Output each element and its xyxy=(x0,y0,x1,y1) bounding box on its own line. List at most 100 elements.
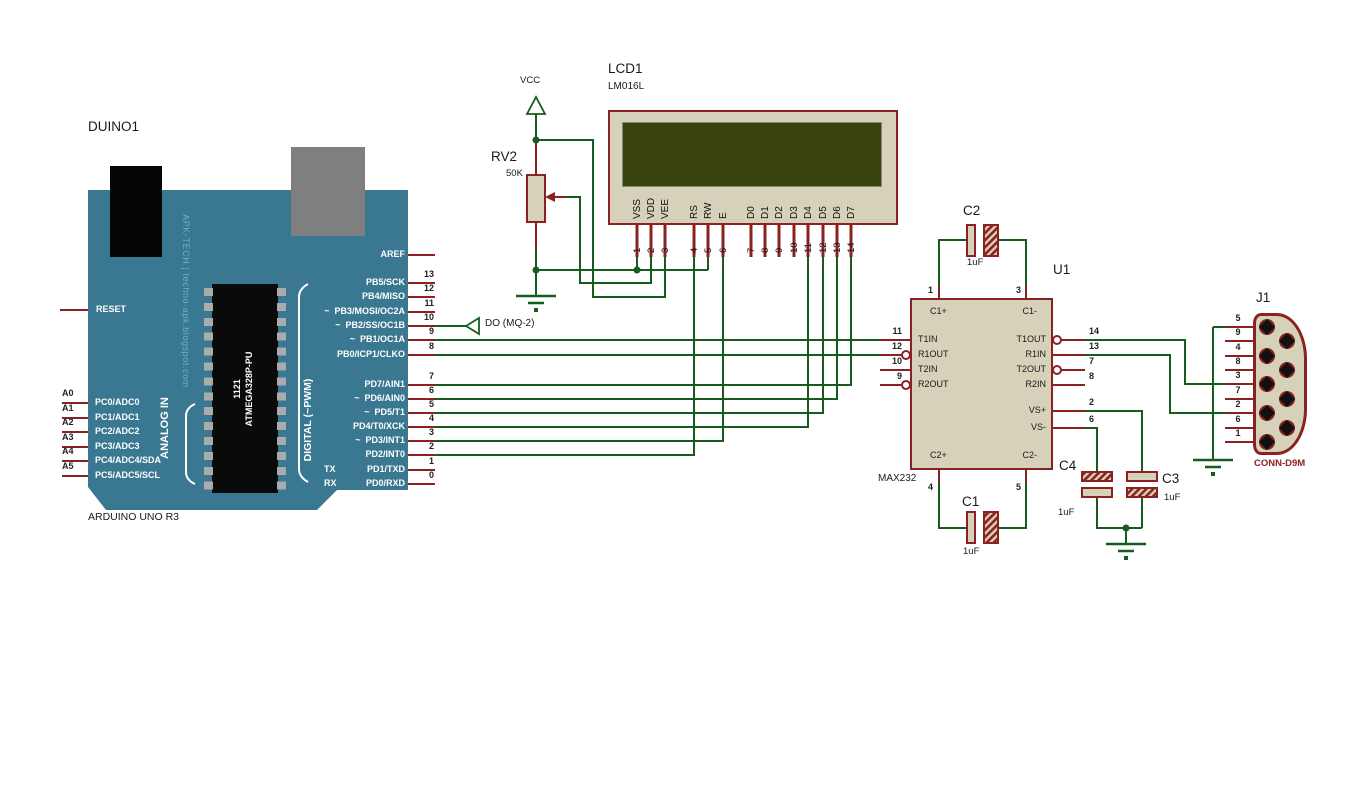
ground-symbol xyxy=(1193,458,1233,476)
chip-part-number: ATMEGA328P-PU xyxy=(244,352,254,427)
analog-pin-label: PC5/ADC5/SCL xyxy=(95,470,161,480)
max232-body[interactable] xyxy=(910,298,1053,470)
analog-terminal-label: A3 xyxy=(62,432,74,442)
digital-pin-label: PD0/RXD xyxy=(365,478,405,488)
cap-ref: C2 xyxy=(963,203,981,218)
svg-text:D1: D1 xyxy=(760,206,771,219)
pin-number: 3 xyxy=(428,427,434,437)
capacitor-c4[interactable] xyxy=(1081,471,1113,498)
svg-text:13: 13 xyxy=(832,242,843,253)
svg-text:VEE: VEE xyxy=(660,199,671,219)
u1-pin-number: 2 xyxy=(1089,397,1095,407)
svg-text:E: E xyxy=(718,212,729,219)
db9-pin-number: 1 xyxy=(1235,428,1241,438)
pot-ref: RV2 xyxy=(491,149,518,164)
analog-pin-label: PC3/ADC3 xyxy=(95,441,140,451)
db9-pin-number: 7 xyxy=(1235,385,1241,395)
u1-pin-number: 9 xyxy=(896,371,902,381)
arduino-ref: DUINO1 xyxy=(88,119,140,134)
u1-pin-name: C2+ xyxy=(930,450,947,460)
chip-marking: 1121 xyxy=(232,379,242,399)
analog-terminal-label: A0 xyxy=(62,388,74,398)
pwm-tilde: ~ xyxy=(355,435,361,445)
cap-ref: C4 xyxy=(1059,458,1077,473)
digital-pin-label: ~PB3/MOSI/OC2A xyxy=(324,306,405,316)
analog-pin-label: PC2/ADC2 xyxy=(95,426,140,436)
svg-text:3: 3 xyxy=(660,248,671,253)
capacitor-c2[interactable] xyxy=(966,224,999,257)
u1-value: MAX232 xyxy=(878,473,917,484)
power-jack xyxy=(291,147,365,236)
analog-group-label: ANALOG IN xyxy=(159,397,171,459)
pin-group-bracket xyxy=(185,283,309,485)
u1-pin-number: 12 xyxy=(891,341,902,351)
digital-pin-label: PD2/INT0 xyxy=(365,449,405,459)
u1-pin-name: T1IN xyxy=(918,334,938,344)
u1-pin-name: C2- xyxy=(1022,450,1037,460)
lcd-pin-numbers: 1 2 3 4 5 6 7 8 9 10 11 12 13 14 xyxy=(632,242,857,253)
pwm-tilde: ~ xyxy=(335,320,341,330)
potentiometer[interactable] xyxy=(526,174,555,223)
u1-pin-name: R2OUT xyxy=(918,379,949,389)
digital-pin-label: ~PD6/AIN0 xyxy=(354,393,405,403)
u1-pin-name: T2IN xyxy=(918,364,938,374)
atmega-chip[interactable] xyxy=(212,284,278,493)
svg-text:D5: D5 xyxy=(818,206,829,219)
pin-number: 0 xyxy=(428,470,434,480)
input-terminal-icon[interactable] xyxy=(464,316,480,336)
capacitor-c3[interactable] xyxy=(1126,471,1158,498)
pot-value: 50K xyxy=(506,168,523,179)
aref-label: AREF xyxy=(380,249,406,259)
pin-number: 2 xyxy=(428,441,434,451)
u1-pin-number: 1 xyxy=(928,285,934,295)
digital-pin-label: PB5/SCK xyxy=(365,277,405,287)
pin-number: 9 xyxy=(428,326,434,336)
cap-value: 1uF xyxy=(967,257,984,268)
svg-text:6: 6 xyxy=(718,248,729,253)
pin-number: 1 xyxy=(428,456,434,466)
arduino-board-name: ARDUINO UNO R3 xyxy=(88,511,180,523)
u1-pin-number: 3 xyxy=(1016,285,1022,295)
u1-pin-name: VS- xyxy=(1030,422,1046,432)
digital-pin-label: ~PB1/OC1A xyxy=(349,334,405,344)
db9-pin-number: 2 xyxy=(1235,399,1241,409)
svg-text:D6: D6 xyxy=(832,206,843,219)
board-watermark: APK-TECH | techno-apk.blogspot.com xyxy=(181,214,191,388)
svg-text:4: 4 xyxy=(689,248,700,253)
u1-pin-number: 11 xyxy=(892,326,902,336)
digital-pin-label: PD7/AIN1 xyxy=(364,379,405,389)
pwm-tilde: ~ xyxy=(354,393,360,403)
analog-pin-label: PC1/ADC1 xyxy=(95,412,140,422)
analog-terminal-label: A5 xyxy=(62,461,74,471)
tx-label: TX xyxy=(324,464,336,474)
u1-pin-number: 5 xyxy=(1016,482,1022,492)
cap-ref: C3 xyxy=(1162,471,1180,486)
u1-pin-number: 6 xyxy=(1089,414,1095,424)
analog-terminal-label: A2 xyxy=(62,417,74,427)
pin-number: 8 xyxy=(428,341,434,351)
vcc-terminal[interactable] xyxy=(525,95,547,115)
pin-number: 10 xyxy=(423,312,434,322)
u1-pin-number: 10 xyxy=(891,356,902,366)
db9-pin-number: 6 xyxy=(1235,414,1241,424)
u1-pin-name: R2IN xyxy=(1025,379,1046,389)
digital-pin-label: ~PB2/SS/OC1B xyxy=(335,320,405,330)
wiper-arrow-icon xyxy=(545,192,555,202)
analog-pin-label: PC0/ADC0 xyxy=(95,397,140,407)
pin-number: 7 xyxy=(428,371,434,381)
svg-text:D0: D0 xyxy=(746,206,757,219)
capacitor-c1[interactable] xyxy=(966,511,999,544)
svg-text:11: 11 xyxy=(803,243,814,253)
svg-text:VSS: VSS xyxy=(632,199,643,219)
analog-terminal-label: A4 xyxy=(62,446,74,456)
do-terminal-label: DO (MQ-2) xyxy=(485,318,535,329)
lcd-value: LM016L xyxy=(608,81,645,92)
cap-value: 1uF xyxy=(963,546,980,557)
pin-number: 4 xyxy=(428,413,434,423)
pin-stub-layer xyxy=(60,140,1253,485)
pin-bubble-icon xyxy=(901,335,1062,390)
svg-text:RW: RW xyxy=(703,202,714,219)
svg-text:7: 7 xyxy=(746,248,757,253)
svg-text:1: 1 xyxy=(632,248,643,253)
digital-pin-label: PD1/TXD xyxy=(366,464,405,474)
